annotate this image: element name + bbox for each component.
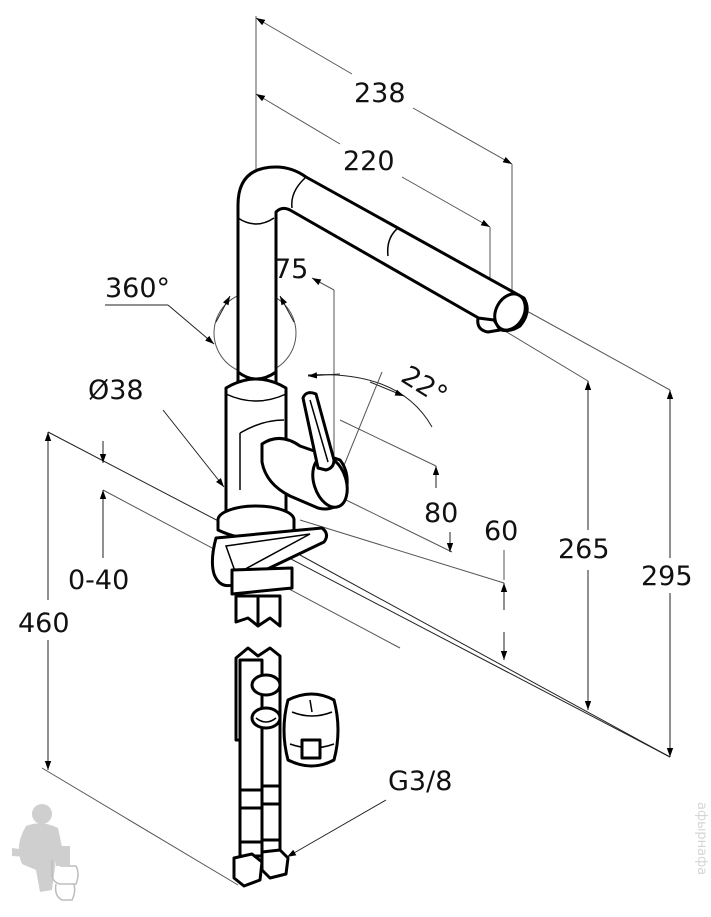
dim-label-460: 460 [18,608,70,639]
dim-label-diameter-38: Ø38 [88,375,144,406]
dim-220-line-right [401,176,491,228]
dim-label-0-40: 0-40 [68,565,129,596]
watermark-text: афырнафа [694,802,709,875]
dim-label-60: 60 [484,516,518,547]
dim-label-295: 295 [641,561,693,592]
dimension-labels: 238 220 360° 75 22° Ø38 80 60 265 295 0-… [18,78,693,797]
dim-label-22deg: 22° [396,360,453,412]
dim-label-220: 220 [343,146,395,177]
plumber-logo-icon [12,804,79,901]
dim-label-g3-8: G3/8 [388,766,452,797]
dim-label-360: 360° [105,273,170,304]
dim-label-75: 75 [274,254,308,285]
dim-label-238: 238 [354,78,406,109]
dim-238-line-left [255,17,353,75]
faucet-body [210,165,529,888]
dim-label-265: 265 [558,534,610,565]
dimension-lines [41,16,674,886]
dim-label-80: 80 [424,498,458,529]
dim-238-line-right [412,107,513,165]
dim-220-line-left [255,93,341,145]
